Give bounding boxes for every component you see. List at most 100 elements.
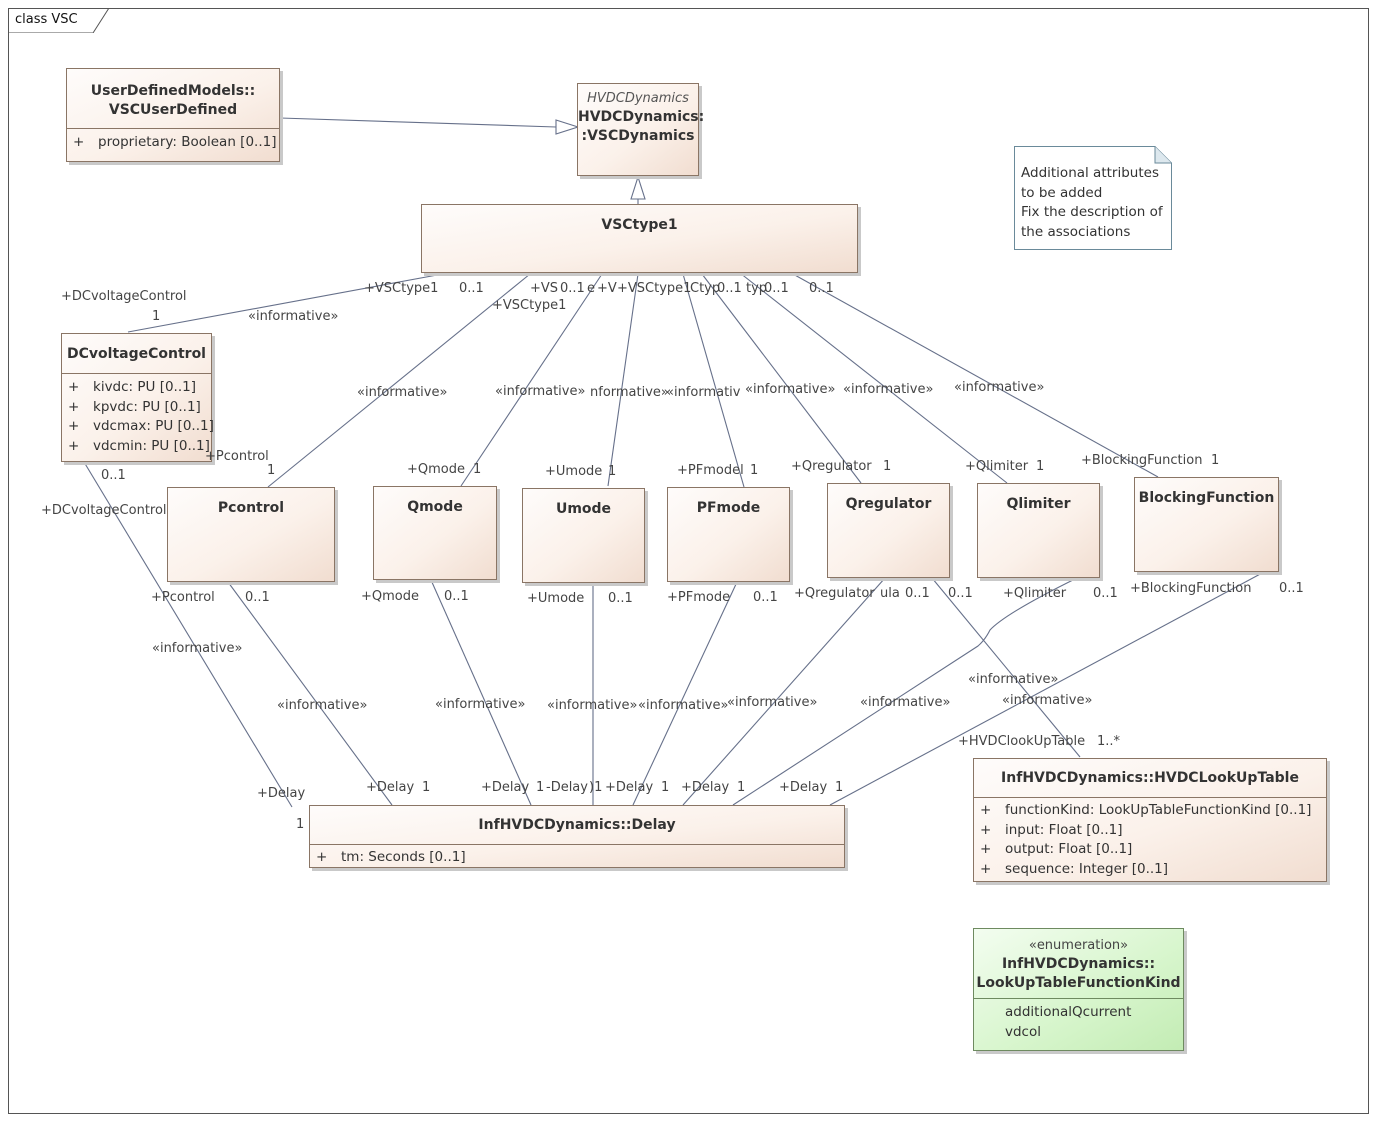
role-label: +Umode: [527, 591, 585, 606]
role-label: +DCvoltageControl: [41, 503, 167, 518]
association-qlimiter-delay: [732, 577, 1078, 806]
class-title: VSCUserDefined: [108, 102, 238, 118]
class-title: VSCtype1: [601, 217, 678, 233]
class-stereotype: HVDCDynamics: [587, 91, 689, 106]
class-qregulator[interactable]: Qregulator: [827, 483, 950, 578]
multiplicity-label: 0..1: [245, 590, 270, 605]
association-qlimiter: [739, 272, 1008, 484]
stereotype-label: «informative»: [248, 309, 339, 324]
stereotype-label: «informative»: [495, 384, 586, 399]
diagram-frame: [8, 8, 1369, 1114]
stereotype-label: nformative»: [590, 385, 669, 400]
multiplicity-label: 0..1: [459, 281, 484, 296]
enum-title: InfHVDCDynamics::: [1001, 956, 1156, 972]
role-label: -Delay: [546, 780, 588, 795]
class-hvdclookuptable[interactable]: InfHVDCDynamics::HVDCLookUpTable +functi…: [973, 758, 1327, 882]
attribute-row: +tm: Seconds [0..1]: [316, 849, 466, 865]
role-label: +Qlimiter: [1003, 586, 1067, 601]
enum-literal: vdcol: [1005, 1023, 1041, 1040]
multiplicity-label: 0..1: [809, 281, 834, 296]
role-label: +Qmode: [407, 462, 465, 477]
stereotype-label: «informative»: [152, 641, 243, 656]
multiplicity-label: 0..1: [608, 591, 633, 606]
association-qregulator-lookup: [931, 577, 1081, 758]
generalization-arrowhead: [630, 175, 646, 200]
multiplicity-label: 1: [1211, 453, 1220, 468]
generalization-line: [279, 117, 557, 128]
multiplicity-label: 0..1: [1093, 586, 1118, 601]
class-title: InfHVDCDynamics::HVDCLookUpTable: [1001, 770, 1299, 786]
role-label: +Delay: [605, 780, 654, 795]
generalization-arrowhead: [555, 119, 580, 135]
attribute-row: +sequence: Integer [0..1]: [980, 860, 1169, 877]
role-label: Ctyp: [690, 281, 721, 296]
class-title: Pcontrol: [217, 500, 285, 516]
class-title: InfHVDCDynamics::Delay: [478, 817, 676, 833]
class-title: :VSCDynamics: [581, 128, 695, 144]
multiplicity-label: 0..1: [764, 281, 789, 296]
role-label: +Qregulator: [794, 586, 875, 601]
class-vscuserdefined[interactable]: UserDefinedModels:: VSCUserDefined +prop…: [66, 68, 280, 162]
association-blocking: [792, 273, 1159, 478]
multiplicity-label: 1: [152, 309, 161, 324]
class-blockingfunction[interactable]: BlockingFunction: [1134, 477, 1279, 572]
stereotype-label: «informativ: [666, 385, 741, 400]
class-title: DCvoltageControl: [67, 346, 206, 362]
association-qregulator-delay: [682, 577, 886, 806]
multiplicity-label: 0..1: [948, 586, 973, 601]
role-label: e: [587, 281, 595, 296]
association-pcontrol-delay: [227, 581, 393, 806]
class-title: Qmode: [407, 499, 463, 515]
stereotype-label: «informative»: [357, 385, 448, 400]
enum-title: LookUpTableFunctionKind: [976, 975, 1181, 991]
class-vsctype1[interactable]: VSCtype1: [421, 204, 858, 273]
stereotype-label: «informative»: [968, 672, 1059, 687]
multiplicity-label: 0..1: [1279, 581, 1304, 596]
class-title: BlockingFunction: [1138, 490, 1275, 506]
role-label: ula: [880, 586, 900, 601]
multiplicity-label: 1: [422, 780, 431, 795]
multiplicity-label: 1: [661, 780, 670, 795]
multiplicity-label: 0..1: [753, 590, 778, 605]
association-blocking-delay: [829, 571, 1265, 806]
association-umode: [607, 273, 639, 487]
class-pcontrol[interactable]: Pcontrol: [167, 487, 335, 582]
role-label: +Delay: [257, 786, 306, 801]
role-label: +Umode: [545, 464, 603, 479]
role-label: +BlockingFunction: [1130, 581, 1252, 596]
class-pfmode[interactable]: PFmode: [667, 487, 790, 582]
class-delay[interactable]: InfHVDCDynamics::Delay +tm: Seconds [0..…: [309, 805, 845, 868]
class-title: Qregulator: [845, 496, 932, 512]
class-umode[interactable]: Umode: [522, 488, 645, 583]
class-title: Umode: [555, 501, 612, 517]
enumeration-lookuptablefunctionkind[interactable]: «enumeration» InfHVDCDynamics:: LookUpTa…: [973, 928, 1184, 1051]
multiplicity-label: 1: [750, 463, 759, 478]
diagram-title: class VSC: [15, 12, 78, 27]
stereotype-label: «informative»: [860, 695, 951, 710]
multiplicity-label: 1: [296, 817, 305, 832]
role-label: +V: [597, 281, 617, 296]
class-qmode[interactable]: Qmode: [373, 486, 497, 580]
stereotype-label: «informative»: [277, 698, 368, 713]
multiplicity-label: 1: [1036, 459, 1045, 474]
role-label: +Delay: [481, 780, 530, 795]
association-pfmode: [682, 273, 745, 488]
association-qregulator: [701, 273, 862, 484]
stereotype-label: «informative»: [745, 382, 836, 397]
association-qmode-delay: [430, 579, 532, 806]
note-text: Additional attributes to be added Fix th…: [1021, 165, 1163, 240]
association-pcontrol: [267, 273, 531, 488]
multiplicity-label: )1: [589, 780, 603, 795]
stereotype-label: «informative»: [435, 697, 526, 712]
association-qmode: [460, 273, 603, 487]
stereotype-label: «informative»: [727, 695, 818, 710]
class-qlimiter[interactable]: Qlimiter: [977, 483, 1100, 578]
enum-literal: additionalQcurrent: [1005, 1004, 1132, 1020]
class-vscdynamics[interactable]: HVDCDynamics HVDCDynamics: :VSCDynamics: [577, 83, 704, 176]
class-dcvoltagecontrol[interactable]: DCvoltageControl +kivdc: PU [0..1] +kpvd…: [61, 333, 214, 462]
stereotype-label: «informative»: [954, 380, 1045, 395]
attribute-row: +functionKind: LookUpTableFunctionKind […: [980, 802, 1312, 818]
multiplicity-label: 1: [473, 462, 482, 477]
role-label: +Delay: [681, 780, 730, 795]
